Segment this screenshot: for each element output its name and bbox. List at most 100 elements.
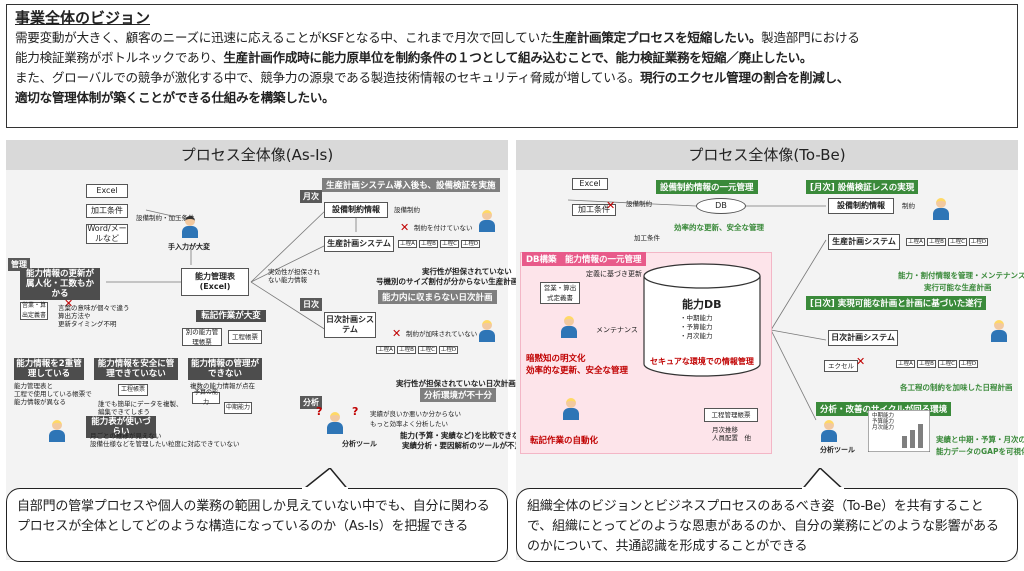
- vision-line1-b: 生産計画策定プロセスを短縮したい。: [552, 30, 762, 45]
- capacity-db-icon: [643, 263, 761, 377]
- flow-b: 工程B: [419, 240, 438, 248]
- monthly-banner: 生産計画システム導入後も、設備検証を実施: [322, 178, 500, 192]
- cannot-note: 複数の能力情報が点在: [190, 382, 255, 390]
- vision-line3-a: また、グローバルでの競争が激化する中で、競争力の源泉である製造技術情報のセキュリ…: [15, 70, 641, 85]
- tobe-doc-condition: 加工条件: [572, 204, 616, 216]
- personal-bullets: 言葉の意味が個々で違う 算出方法や 更新タイミング不明: [58, 304, 130, 328]
- equip-box: 設備制約情報: [324, 202, 388, 218]
- tobe-equip-in: 制約: [902, 202, 915, 210]
- flow-a: 工程A: [376, 346, 395, 354]
- hardcopy-box: 営業・算出定義書: [20, 302, 48, 320]
- db-item-3: ・月次能力: [680, 332, 713, 340]
- monthly-green2: 実行可能な生産計画: [924, 283, 992, 292]
- x-mark-icon: ✕: [400, 221, 410, 234]
- issue-personal: 能力情報の更新が属人化・工数もかかる: [20, 268, 100, 300]
- x-mark-icon: ✕: [856, 355, 866, 368]
- flow-b: 工程B: [917, 360, 936, 368]
- define-note: 定義に基づき更新: [586, 270, 642, 278]
- vision-title: 事業全体のビジョン: [15, 9, 151, 27]
- daily-box: 日次計画システム: [324, 312, 376, 338]
- tobe-equip-box: 設備制約情報: [828, 198, 894, 214]
- db-red: セキュアな環境での情報管理: [650, 357, 754, 366]
- tobe-doc-excel: Excel: [572, 178, 608, 190]
- vision-line2-a: 能力検証業務がボトルネックであり、: [15, 50, 224, 65]
- analysis-head: 分析環境が不十分: [420, 388, 497, 402]
- pink-red1: 暗黙知の明文化: [526, 354, 586, 364]
- analysis-note1: 実績が良いか悪いか分からない: [370, 410, 461, 418]
- capacity-ledger: 能力管理表 (Excel): [181, 268, 249, 296]
- transfer-box-1: 別の能力管理帳票: [182, 328, 222, 346]
- asis-user-person: [48, 420, 66, 442]
- tobe-daily-person: [990, 320, 1008, 342]
- flow-d: 工程D: [959, 360, 978, 368]
- cannot-box-1: 予算の能力: [192, 389, 220, 406]
- issue-secure: 能力情報を安全に管理できていない: [94, 358, 178, 380]
- doc-word-mail: Word/メールなど: [86, 224, 128, 244]
- asis-kanri-tag: 管理: [8, 258, 30, 271]
- doc-condition: 加工条件: [86, 204, 128, 218]
- mid-note: 実効性が担保されない能力情報: [268, 268, 320, 284]
- excel-tag: エクセル: [824, 360, 858, 372]
- monthly-tag: 月次: [300, 190, 322, 203]
- vision-line1-a: 需要変動が大きく、顧客のニーズに迅速に応えることがKSFとなる中、これまで月次で…: [15, 30, 553, 45]
- hard-note: 月ごとの推移が見えない 設備仕様などを管理したい粒度に対応できていない: [90, 432, 240, 448]
- chart-labels: 中期能力 予算能力 月次能力: [872, 413, 895, 431]
- dual-note: 能力管理表と 工程で使用している帳票で 能力情報が異なる: [14, 382, 92, 406]
- x-mark-icon: ✕: [606, 199, 616, 212]
- prod-box: 生産計画システム: [324, 236, 394, 252]
- ledger-box: 工程管理帳票: [704, 408, 758, 422]
- issue-dual: 能力情報を2重管理している: [14, 358, 84, 380]
- monthly-red2: 号機別のサイズ割付が分からない生産計画: [376, 277, 519, 286]
- equip-in: 設備制約: [394, 206, 420, 214]
- analysis-person: [326, 412, 344, 434]
- vision-line4: 適切な管理体制が築くことができる仕組みを構築したい。: [15, 90, 335, 105]
- x-mark-icon: ✕: [64, 297, 74, 310]
- transfer-box-2: 工程帳票: [228, 330, 262, 344]
- tobe-analysis-person: [820, 420, 838, 442]
- flow-d: 工程D: [461, 240, 480, 248]
- tobe-input-note2: 加工条件: [634, 234, 660, 242]
- flow-c: 工程C: [948, 238, 967, 246]
- ledger-note: 月次推移 人員配置 他: [712, 426, 751, 442]
- monthly-green1: 能力・割付情報を管理・メンテナンス: [898, 271, 1024, 280]
- vision-line3-b: 現行のエクセル管理の割合を削減し、: [640, 70, 850, 85]
- tobe-connectors: [567, 199, 827, 421]
- asis-bubble: 自部門の管掌プロセスや個人の業務の範囲しか見えていない中でも、自分に関わるプロセ…: [6, 488, 508, 562]
- tobe-bubble: 組織全体のビジョンとビジネスプロセスのあるべき姿（To-Be）を共有することで、…: [516, 488, 1018, 562]
- pink-red2: 効率的な更新、安全な管理: [526, 366, 629, 376]
- question-icon: ?: [352, 405, 359, 418]
- analysis-note2: もっと効率よく分析したい: [370, 420, 448, 428]
- asis-input-note: 設備制約・加工条件: [136, 214, 195, 222]
- top-head: 設備制約情報の一元管理: [656, 180, 758, 194]
- cannot-box-2: 中期能力: [224, 402, 252, 414]
- tobe-monthly-person: [932, 198, 950, 220]
- flow-b: 工程B: [927, 238, 946, 246]
- secure-box: 工程帳票: [118, 384, 148, 396]
- analysis-red1: 能力(予算・実績など)を比較できない: [400, 431, 527, 440]
- issue-hard: 能力表が使いづらい: [86, 416, 156, 438]
- analysis-chart-icon: [868, 410, 930, 452]
- tobe-prod-box: 生産計画システム: [828, 234, 900, 250]
- equip-note: 制約を付けていない: [414, 224, 473, 232]
- asis-bubble-tail: [300, 468, 351, 492]
- daily-red: 実行性が担保されていない日次計画: [396, 379, 516, 388]
- flow-c: 工程C: [440, 240, 459, 248]
- monthly-red1: 実行性が担保されていない: [422, 267, 512, 276]
- flow-d: 工程D: [969, 238, 988, 246]
- analysis-green2: 能力データのGAPを可視化: [936, 447, 1024, 456]
- top-note: 効率的な更新、安全な管理: [674, 223, 764, 232]
- small-db: DB: [696, 198, 746, 214]
- maint-label: メンテナンス: [596, 326, 638, 334]
- monthly-bottom: 能力内に収まらない日次計画: [378, 290, 497, 304]
- flow-b: 工程B: [397, 346, 416, 354]
- x-mark-icon: ✕: [392, 327, 402, 340]
- tobe-monthly-head: [月次] 設備検証レスの実現: [806, 180, 919, 194]
- question-icon: ?: [316, 405, 323, 418]
- issue-transfer: 転記作業が大変: [196, 310, 266, 322]
- tobe-daily-head: [日次] 実現可能な計画と計画に基づいた遂行: [806, 296, 987, 310]
- db-item-2: ・予算能力: [680, 323, 713, 331]
- tobe-header: プロセス全体像(To-Be): [516, 140, 1018, 170]
